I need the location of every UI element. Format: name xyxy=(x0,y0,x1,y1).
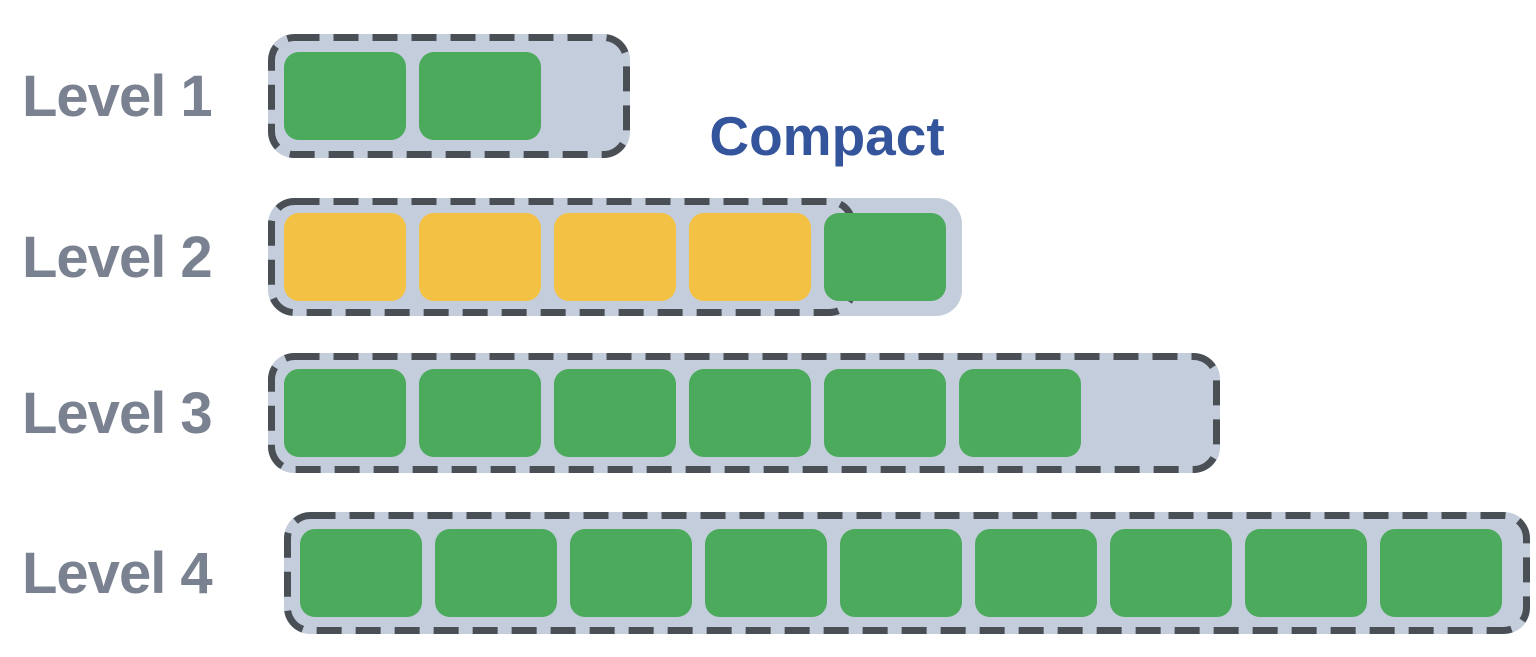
level-4-container xyxy=(284,512,1530,634)
yellow-block xyxy=(554,213,676,301)
level-1-container xyxy=(268,34,630,158)
green-block xyxy=(554,369,676,457)
level-2-label: Level 2 xyxy=(22,224,213,290)
green-block xyxy=(1245,529,1367,617)
green-block xyxy=(284,369,406,457)
level-3-container xyxy=(268,353,1220,473)
level-2-blocks xyxy=(268,198,962,316)
green-block xyxy=(975,529,1097,617)
green-block xyxy=(300,529,422,617)
green-block xyxy=(419,369,541,457)
green-block xyxy=(1110,529,1232,617)
yellow-block xyxy=(284,213,406,301)
yellow-block xyxy=(689,213,811,301)
level-3-blocks xyxy=(268,353,1220,473)
level-1-blocks xyxy=(268,34,630,158)
level-3-label: Level 3 xyxy=(22,380,213,446)
green-block xyxy=(840,529,962,617)
compact-annotation: Compact xyxy=(709,105,945,167)
level-4-label: Level 4 xyxy=(22,540,213,606)
green-block xyxy=(435,529,557,617)
green-block xyxy=(824,369,946,457)
green-block xyxy=(705,529,827,617)
green-block xyxy=(284,52,406,140)
green-block xyxy=(570,529,692,617)
level-2-blocks-layer xyxy=(268,198,962,316)
green-block xyxy=(959,369,1081,457)
level-4-blocks xyxy=(284,512,1530,634)
level-1-label: Level 1 xyxy=(22,63,213,129)
green-block xyxy=(1380,529,1502,617)
green-block xyxy=(689,369,811,457)
yellow-block xyxy=(419,213,541,301)
green-block xyxy=(419,52,541,140)
green-block xyxy=(824,213,946,301)
